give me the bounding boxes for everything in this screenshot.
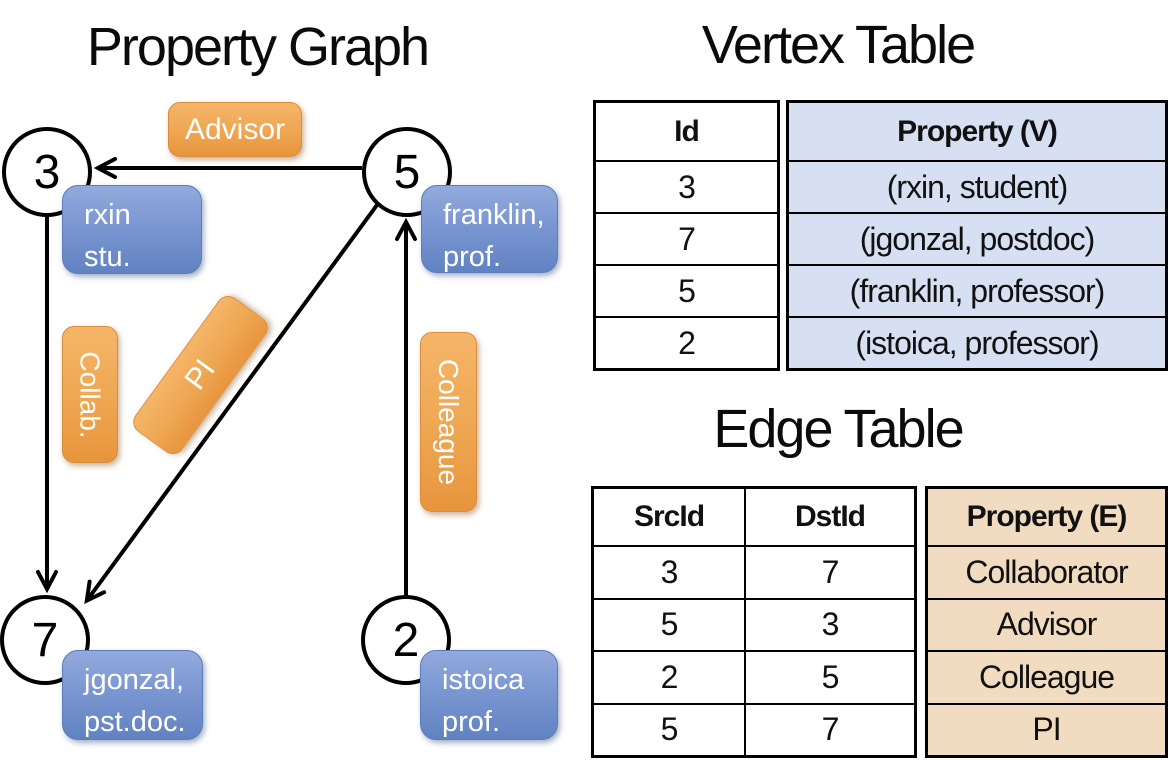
edge-table-row-dst: 5 <box>744 650 914 703</box>
vertex-property-line: stu. <box>84 241 131 274</box>
edge-label-text: Collab. <box>75 350 107 439</box>
vertex-property-line: rxin <box>84 199 131 231</box>
vertex-table-row-property: (franklin, professor) <box>789 264 1165 316</box>
vertex-property-box-franklin: franklin, prof. <box>421 185 558 273</box>
vertex-property-line: prof. <box>443 241 502 274</box>
edge-label-colleague: Colleague <box>420 332 477 512</box>
edge-label-text: Advisor <box>184 112 286 146</box>
vertex-property-box-rxin: rxin stu. <box>62 185 202 274</box>
vertex-table-row-property: (istoica, professor) <box>789 316 1165 368</box>
graph-edges-svg <box>36 157 417 605</box>
vertex-property-line: istoica <box>442 664 525 696</box>
edge-label-text: PI <box>178 353 222 396</box>
edge-table-row-src: 5 <box>594 702 744 756</box>
node-3-id-label: 3 <box>33 145 61 199</box>
edge-table-dstid-header: DstId <box>744 489 914 545</box>
vertex-property-box-istoica: istoica prof. <box>420 650 558 740</box>
vertex-table-row-property: (rxin, student) <box>789 160 1165 212</box>
edge-table-row-property: Collaborator <box>928 545 1165 598</box>
vertex-property-line: pst.doc. <box>84 706 186 739</box>
edge-table-property-column: Property (E) Collaborator Advisor Collea… <box>925 486 1168 758</box>
edge-table-property-header: Property (E) <box>966 500 1128 533</box>
edge-line-5-to-7-pi <box>84 203 379 605</box>
edge-label-text: Colleague <box>433 358 465 486</box>
edge-label-collab: Collab. <box>62 326 118 463</box>
edge-label-advisor: Advisor <box>168 102 302 157</box>
vertex-property-line: jgonzal, <box>84 664 184 696</box>
edge-table-id-columns: SrcId DstId 3 7 5 3 2 5 5 7 <box>591 486 917 758</box>
edge-table-srcid-header: SrcId <box>633 500 705 533</box>
edge-table-row-property: Colleague <box>928 650 1165 703</box>
edge-table-row-property: PI <box>928 702 1165 756</box>
edge-table-row-dst: 7 <box>744 545 914 598</box>
node-2-id-label: 2 <box>392 613 420 667</box>
vertex-table-id-column: Id 3 7 5 2 <box>593 100 780 371</box>
vertex-table-row-property: (jgonzal, postdoc) <box>789 212 1165 264</box>
edge-table-row-src: 5 <box>594 597 744 651</box>
vertex-property-line: prof. <box>442 706 501 739</box>
node-7-id-label: 7 <box>31 613 59 667</box>
edge-table-row-property: Advisor <box>928 597 1165 651</box>
edge-table-row-src: 3 <box>594 545 744 598</box>
vertex-table-title: Vertex Table <box>701 15 976 75</box>
edge-table-row-dst: 7 <box>744 702 914 755</box>
vertex-property-box-jgonzal: jgonzal, pst.doc. <box>62 650 203 740</box>
graph-node-2: 2 <box>361 595 451 685</box>
vertex-table-row-id: 3 <box>596 160 777 212</box>
vertex-table-id-header: Id <box>674 114 700 148</box>
vertex-table-row-id: 7 <box>596 212 777 264</box>
vertex-table-property-column: Property (V) (rxin, student) (jgonzal, p… <box>786 100 1168 371</box>
node-5-id-label: 5 <box>393 145 421 199</box>
vertex-property-line: franklin, <box>443 199 545 231</box>
graph-node-5: 5 <box>362 127 452 217</box>
vertex-table-row-id: 5 <box>596 264 777 316</box>
property-graph-title: Property Graph <box>86 17 430 77</box>
edge-table-row-src: 2 <box>594 650 744 703</box>
edge-table-row-dst: 3 <box>744 597 914 650</box>
edge-table-title: Edge Table <box>713 399 964 459</box>
vertex-table-property-header: Property (V) <box>897 114 1058 148</box>
vertex-table-row-id: 2 <box>596 316 777 368</box>
